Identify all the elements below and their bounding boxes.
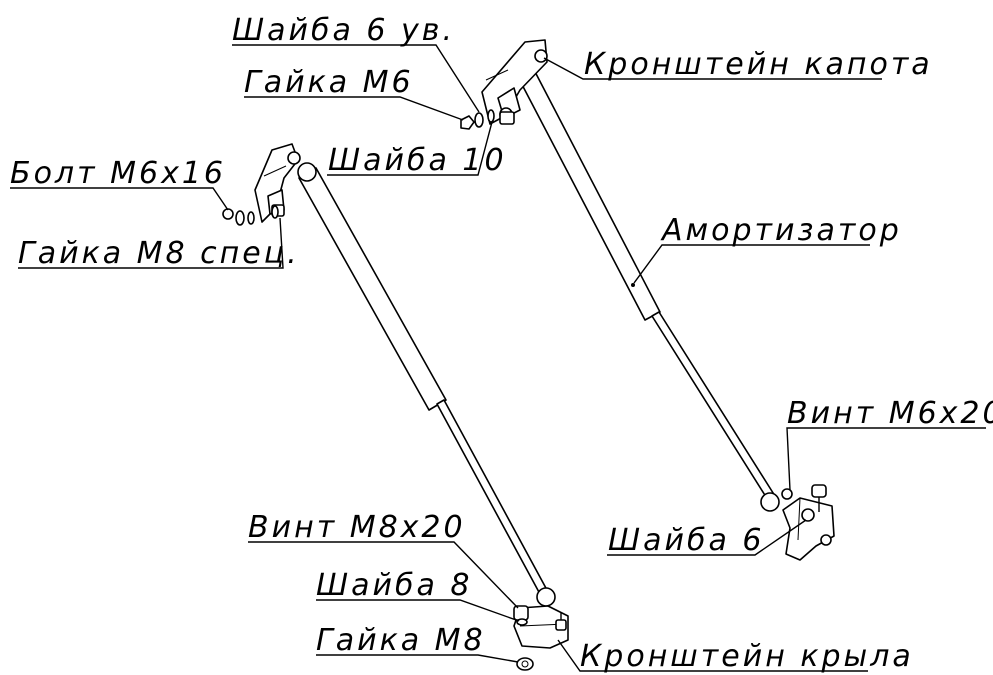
left-upper-hardware xyxy=(222,204,285,226)
left-strut-rod xyxy=(436,399,548,595)
label-nut-m8: Гайка М8 xyxy=(316,623,486,658)
leader-lines xyxy=(10,44,986,672)
right-strut-bottom-eye xyxy=(760,492,780,512)
hood-bracket-right xyxy=(481,39,548,125)
left-gas-strut xyxy=(297,162,556,607)
right-gas-strut xyxy=(514,61,780,512)
label-washer-6: Шайба 6 xyxy=(608,523,764,558)
label-washer-6-wide: Шайба 6 ув. xyxy=(232,13,455,48)
screw-m8x20-part xyxy=(513,605,529,621)
washer-6-wide-part xyxy=(474,112,484,128)
washer-10-part xyxy=(487,109,495,123)
bolt-m6x16-head xyxy=(222,208,234,220)
labels: Шайба 6 ув. Гайка М6 Кронштейн капота Ша… xyxy=(10,13,993,674)
fender-bracket-left xyxy=(513,605,569,671)
label-hood-bracket: Кронштейн капота xyxy=(584,47,933,82)
label-fender-bracket: Кронштейн крыла xyxy=(580,639,914,674)
left-strut-cylinder xyxy=(298,167,447,411)
left-strut-top-eye xyxy=(297,162,317,182)
washer-8-part xyxy=(516,618,528,626)
right-strut-rod xyxy=(651,311,776,501)
washer-6-part xyxy=(801,508,815,522)
hood-bracket-bolt xyxy=(534,49,548,63)
left-strut-bottom-eye xyxy=(536,587,556,607)
label-washer-10: Шайба 10 xyxy=(328,143,507,178)
label-screw-m6x20: Винт М6х20 xyxy=(787,396,993,431)
label-shock-absorber: Амортизатор xyxy=(660,213,902,248)
upper-middle-hardware xyxy=(460,109,495,130)
right-strut-cylinder xyxy=(516,65,661,321)
label-nut-m6: Гайка М6 xyxy=(244,65,414,100)
label-nut-m8-special: Гайка М8 спец. xyxy=(18,236,300,271)
label-bolt-m6x16: Болт М6х16 xyxy=(10,156,226,191)
label-washer-8: Шайба 8 xyxy=(316,568,472,603)
fender-bracket-right xyxy=(781,484,835,561)
nut-m6-part xyxy=(460,115,475,130)
right-strut-marker-dot xyxy=(631,283,635,287)
screw-m6x20-part xyxy=(781,488,793,500)
nut-m8-part xyxy=(516,657,534,671)
label-screw-m8x20: Винт М8х20 xyxy=(248,510,466,545)
